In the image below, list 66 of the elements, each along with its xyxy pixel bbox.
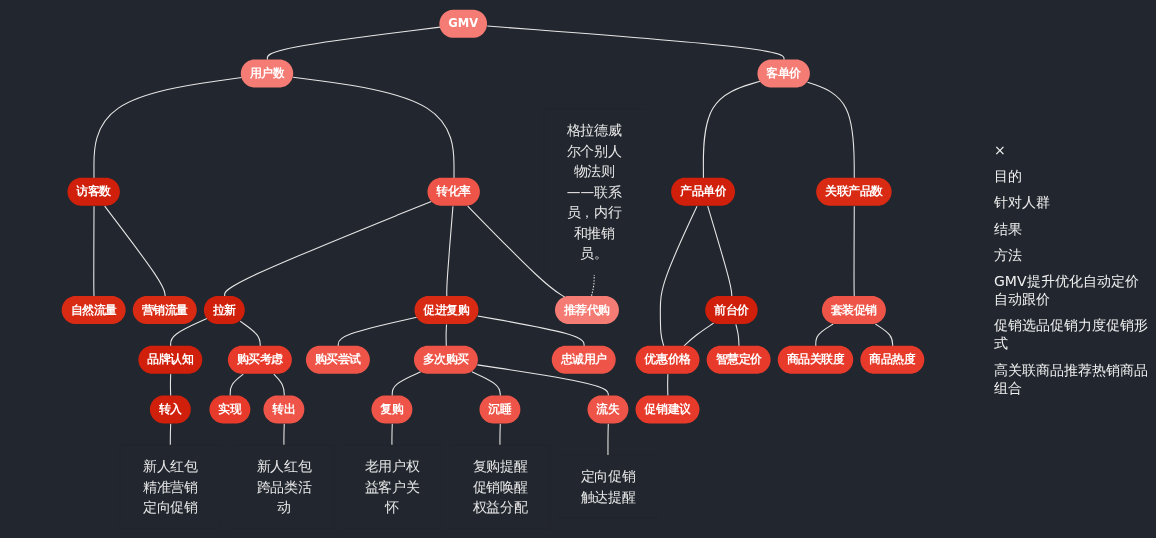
note-text: 目的 [994, 167, 1023, 186]
connector [93, 205, 95, 297]
connector [486, 25, 785, 61]
connector [170, 318, 208, 347]
connector [477, 315, 585, 347]
connector [391, 371, 422, 397]
node-box: 购买尝试 [305, 345, 370, 374]
connector [467, 205, 566, 298]
connector [667, 373, 669, 397]
node-text: 复购提醒促销唤醒权益分配 [472, 458, 528, 515]
connector [292, 76, 455, 179]
node-box: 购买考虑 [227, 345, 292, 374]
node-box: 关联产品数 [816, 177, 892, 206]
node-text: 新人红包跨品类活动 [256, 458, 312, 515]
connector [239, 320, 261, 347]
connector [445, 323, 448, 347]
connector [283, 423, 285, 446]
node-box: 品牌认知 [138, 345, 203, 374]
node-text: 格拉德威尔个别人物法则——联系员，内行和推销员。 [566, 122, 622, 262]
node-box: 优惠价格 [635, 345, 700, 374]
connector [815, 323, 834, 347]
connector [607, 423, 609, 456]
connector [874, 323, 894, 347]
connector [446, 205, 454, 297]
node-text: 定向促销触达提醒 [580, 468, 636, 505]
node-box: 商品热度 [860, 345, 925, 374]
connector [169, 423, 172, 446]
note-text: 方法 [994, 245, 1023, 264]
connector [93, 77, 243, 179]
node-box: 营销流量 [132, 296, 197, 325]
note-text: 高关联商品推荐热销商品组合 [994, 360, 1148, 398]
node-box: 商品关联度 [777, 345, 854, 374]
connector [735, 323, 740, 347]
connector [391, 423, 393, 446]
connector [806, 81, 855, 179]
node-box: 自然流量 [61, 296, 126, 325]
connector [104, 205, 166, 297]
node-box: 产品单价 [671, 177, 735, 206]
node-box: 套装促销 [821, 296, 886, 325]
connector [499, 423, 501, 446]
node-text: 新人红包精准营销定向促销 [142, 458, 198, 515]
node-box: 多次购买 [414, 345, 478, 374]
connector [266, 26, 441, 61]
connector [229, 373, 244, 397]
node-box: 促销建议 [635, 395, 700, 424]
node-box: 智慧定价 [706, 345, 771, 374]
connector [337, 316, 418, 347]
connector [659, 205, 698, 347]
node-box: 促进复购 [414, 296, 479, 325]
node-box: 忠诚用户 [551, 345, 616, 374]
connector [169, 373, 172, 397]
note-text: 促销选品促销力度促销形式 [994, 316, 1148, 353]
connector [702, 80, 761, 179]
note-text: × [994, 140, 1007, 160]
note-text: 结果 [994, 219, 1023, 238]
connector [683, 322, 715, 347]
connector [476, 364, 609, 397]
connector [853, 205, 855, 297]
connector [707, 205, 733, 297]
connector [471, 371, 501, 397]
connector [224, 200, 432, 297]
node-text: 老用户权益客户关怀 [364, 458, 420, 515]
note-text: GMV提升优化自动定价自动跟价 [994, 271, 1140, 309]
note-text: 针对人群 [994, 193, 1051, 212]
connector [273, 373, 285, 397]
node-box: 推荐代购 [555, 296, 619, 325]
